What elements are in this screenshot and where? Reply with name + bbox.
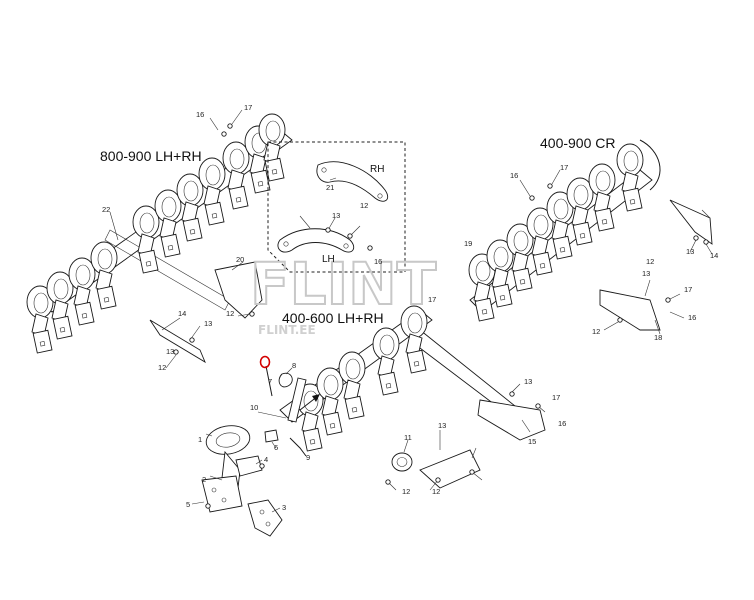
callout-17e: 17 <box>428 295 436 304</box>
callout-7: 7 <box>268 377 272 386</box>
callout-5: 5 <box>186 500 190 509</box>
callout-16c: 16 <box>688 313 696 322</box>
callout-11: 11 <box>404 433 412 442</box>
highlight-circle <box>259 355 271 369</box>
callout-13a: 13 <box>204 319 212 328</box>
callout-1: 1 <box>198 435 202 444</box>
label-rh: RH <box>370 164 384 175</box>
callout-16e: 16 <box>374 257 382 266</box>
callout-20: 20 <box>236 255 244 264</box>
callout-12b: 12 <box>226 309 234 318</box>
callout-13g: 13 <box>166 347 174 356</box>
assembly-800-900 <box>26 109 293 369</box>
callout-12c: 12 <box>592 327 600 336</box>
watermark-sub: FLINT.EE <box>258 323 316 337</box>
label-800-900-lh-rh: 800-900 LH+RH <box>100 148 202 164</box>
callout-4: 4 <box>264 455 268 464</box>
callout-13f: 13 <box>686 247 694 256</box>
callout-6: 6 <box>274 443 278 452</box>
callout-16a: 16 <box>196 110 204 119</box>
assembly-400-900-cr <box>468 139 713 335</box>
label-400-600-lh-rh: 400-600 LH+RH <box>282 310 384 326</box>
callout-12a: 12 <box>158 363 166 372</box>
callout-13e: 13 <box>438 421 446 430</box>
callout-14a: 14 <box>178 309 186 318</box>
lh-rh-detail-box <box>267 141 406 273</box>
callout-16d: 16 <box>558 419 566 428</box>
callout-12g: 12 <box>360 201 368 210</box>
callout-14b: 14 <box>710 251 718 260</box>
callout-17c: 17 <box>684 285 692 294</box>
callout-9: 9 <box>306 453 310 462</box>
callout-22: 22 <box>102 205 110 214</box>
callout-2: 2 <box>202 475 206 484</box>
callout-18: 18 <box>654 333 662 342</box>
assembly-400-600 <box>279 305 546 491</box>
callout-8: 8 <box>292 361 296 370</box>
label-400-900-cr: 400-900 CR <box>540 135 616 151</box>
callout-17d: 17 <box>552 393 560 402</box>
exploded-single-unit <box>191 355 307 537</box>
callout-17b: 17 <box>560 163 568 172</box>
callout-17a: 17 <box>244 103 252 112</box>
callout-21: 21 <box>326 183 334 192</box>
label-lh: LH <box>322 254 335 265</box>
callout-13c: 13 <box>642 269 650 278</box>
callout-13b: 13 <box>332 211 340 220</box>
callout-19: 19 <box>464 239 472 248</box>
callout-numbers: 1 2 3 4 5 6 7 8 9 10 11 12 12 12 12 12 1… <box>102 103 718 512</box>
callout-16b: 16 <box>510 171 518 180</box>
callout-12e: 12 <box>432 487 440 496</box>
callout-3: 3 <box>282 503 286 512</box>
callout-13d: 13 <box>524 377 532 386</box>
callout-12d: 12 <box>402 487 410 496</box>
watermark-main: FLINT <box>250 250 437 318</box>
callout-10: 10 <box>250 403 258 412</box>
callout-15: 15 <box>528 437 536 446</box>
watermark: FLINT FLINT.EE <box>249 249 438 337</box>
callout-12f: 12 <box>646 257 654 266</box>
